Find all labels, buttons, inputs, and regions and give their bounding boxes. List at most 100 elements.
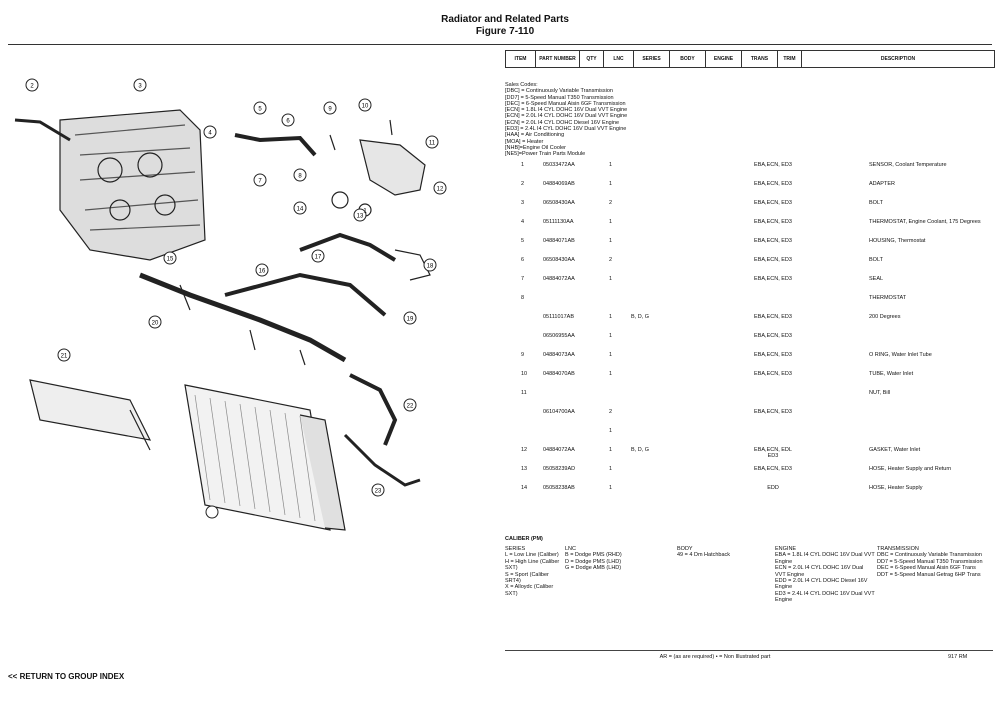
callout-number: 7 xyxy=(258,179,262,185)
quantity: 1 xyxy=(609,484,613,491)
part-number: 06506955AA xyxy=(543,332,575,339)
legend-line: B = Dodge PMS (RHD) xyxy=(565,552,622,559)
legend-line: L = Low Line (Caliber) xyxy=(505,552,559,559)
legend-line: SERIES xyxy=(505,546,526,552)
quantity: 1 xyxy=(609,161,613,168)
legend-line: DD7 = 5-Speed Manual T350 Transmission xyxy=(877,558,983,565)
quantity: 2 xyxy=(609,256,613,263)
engine: EBA,ECN, ED3 xyxy=(754,199,792,206)
item-number: 12 xyxy=(521,446,528,453)
description: NUT, Bill xyxy=(869,389,891,396)
quantity: 1 xyxy=(609,218,613,225)
quantity: 1 xyxy=(609,313,613,320)
engine: EBA,ECN, ED3 xyxy=(754,218,792,225)
quantity: 1 xyxy=(609,370,613,377)
legend-line: DDT = 5-Speed Manual Getrag 6HP Trans xyxy=(877,571,981,578)
quantity: 2 xyxy=(609,408,613,415)
item-number: 1 xyxy=(521,161,525,168)
description: ADAPTER xyxy=(869,180,895,187)
callout-number: 17 xyxy=(315,255,322,261)
callout-number: 18 xyxy=(427,264,434,270)
engine: EBA,ECN, ED3 xyxy=(754,256,792,263)
sales-code-line: [ECN] = 2.0L I4 CYL DOHC 16V Dual VVT En… xyxy=(505,113,628,120)
part-number: 06104700AA xyxy=(543,408,575,415)
engine: EBA,ECN, ED3 xyxy=(754,237,792,244)
engine-legend: ENGINE EBA = 1.8L I4 CYL DOHC 16V Dual V… xyxy=(775,546,875,604)
page-number: 917 RM xyxy=(948,654,968,660)
item-number: 6 xyxy=(521,256,525,263)
part-number: 05058239AD xyxy=(543,465,576,472)
page-header: Radiator and Related Parts Figure 7-110 xyxy=(380,14,630,38)
engine: EBA,ECN, ED3 xyxy=(754,332,792,339)
item-number: 2 xyxy=(521,180,525,187)
part-number: 06508430AA xyxy=(543,256,575,263)
quantity: 1 xyxy=(609,351,613,358)
lnc-legend: LNC B = Dodge PMS (RHD) D = Dodge PMS (L… xyxy=(565,546,675,572)
part-number: 04884071AB xyxy=(543,237,575,244)
return-to-group-index-link[interactable]: << RETURN TO GROUP INDEX xyxy=(8,672,125,681)
part-number: 05058238AB xyxy=(543,484,575,491)
description: BOLT xyxy=(869,199,883,206)
legend-line: TRANSMISSION xyxy=(877,546,919,552)
item-number: 10 xyxy=(521,370,528,377)
legend-line: EBA = 1.8L I4 CYL DOHC 16V Dual VVT Engi… xyxy=(775,552,875,565)
col-qty: QTY xyxy=(579,50,604,68)
legend-line: BODY xyxy=(677,546,693,552)
caliber-title: CALIBER (PM) xyxy=(505,536,543,542)
lnc: B, D, G xyxy=(631,446,650,453)
item-number: 13 xyxy=(521,465,528,472)
quantity: 1 xyxy=(609,237,613,244)
callout-number: 16 xyxy=(259,269,266,275)
quantity: 1 xyxy=(609,332,613,339)
callout-number: 1 xyxy=(363,209,367,215)
legend-line: 49 = 4 Dm Hatchback xyxy=(677,552,731,559)
description: SEAL xyxy=(869,275,884,282)
part-number: 04884069AB xyxy=(543,180,575,187)
description: THERMOSTAT, Engine Coolant, 175 Degrees xyxy=(869,218,981,225)
item-number: 14 xyxy=(521,484,528,491)
callout-number: 11 xyxy=(429,141,436,147)
part-number: 04884072AA xyxy=(543,446,575,453)
col-part-number: PART NUMBER xyxy=(535,50,580,68)
body-legend: BODY 49 = 4 Dm Hatchback xyxy=(677,546,772,559)
col-series: SERIES xyxy=(633,50,670,68)
legend-line: ED3 = 2.4L I4 CYL DOHC 16V Dual VVT Engi… xyxy=(775,590,875,604)
lnc: B, D, G xyxy=(631,313,650,320)
callout-number: 14 xyxy=(297,207,304,213)
legend-line: D = Dodge PMS (LHD) xyxy=(565,558,622,565)
engine: EDD xyxy=(767,484,779,491)
col-engine: ENGINE xyxy=(705,50,742,68)
callout-number: 20 xyxy=(152,321,159,327)
col-body: BODY xyxy=(669,50,706,68)
quantity: 1 xyxy=(609,180,613,187)
callout-number: 3 xyxy=(138,84,142,90)
callout-number: 5 xyxy=(258,107,262,113)
description: O RING, Water Inlet Tube xyxy=(869,351,932,358)
engine: EBA,ECN, ED3 xyxy=(754,408,792,415)
item-number: 5 xyxy=(521,237,525,244)
item-number: 9 xyxy=(521,351,525,358)
table-row: 06506955AA 1 EBA,ECN, ED3 xyxy=(505,333,995,352)
col-trans: TRANS xyxy=(741,50,778,68)
description: HOSE, Heater Supply xyxy=(869,484,923,491)
sales-code-line: [DD7] = 5-Speed Manual T350 Transmission xyxy=(505,94,614,101)
quantity: 2 xyxy=(609,199,613,206)
callout-number: 15 xyxy=(167,257,174,263)
part-number: 04884072AA xyxy=(543,275,575,282)
part-number: 06508430AA xyxy=(543,199,575,206)
sales-code-line: [MOA] = Heater xyxy=(505,138,544,145)
col-trim: TRIM xyxy=(777,50,802,68)
series-legend: SERIES L = Low Line (Caliber) H = High L… xyxy=(505,546,561,597)
sales-code-line: [NE5]=Power Train Parts Module xyxy=(505,151,586,158)
sales-code-line: [ED3] = 2.4L I4 CYL DOHC 16V Dual VVT En… xyxy=(505,126,627,133)
sales-code-line: [ECN] = 2.0L I4 CYL DOHC Diesel 16V Engi… xyxy=(505,119,620,126)
